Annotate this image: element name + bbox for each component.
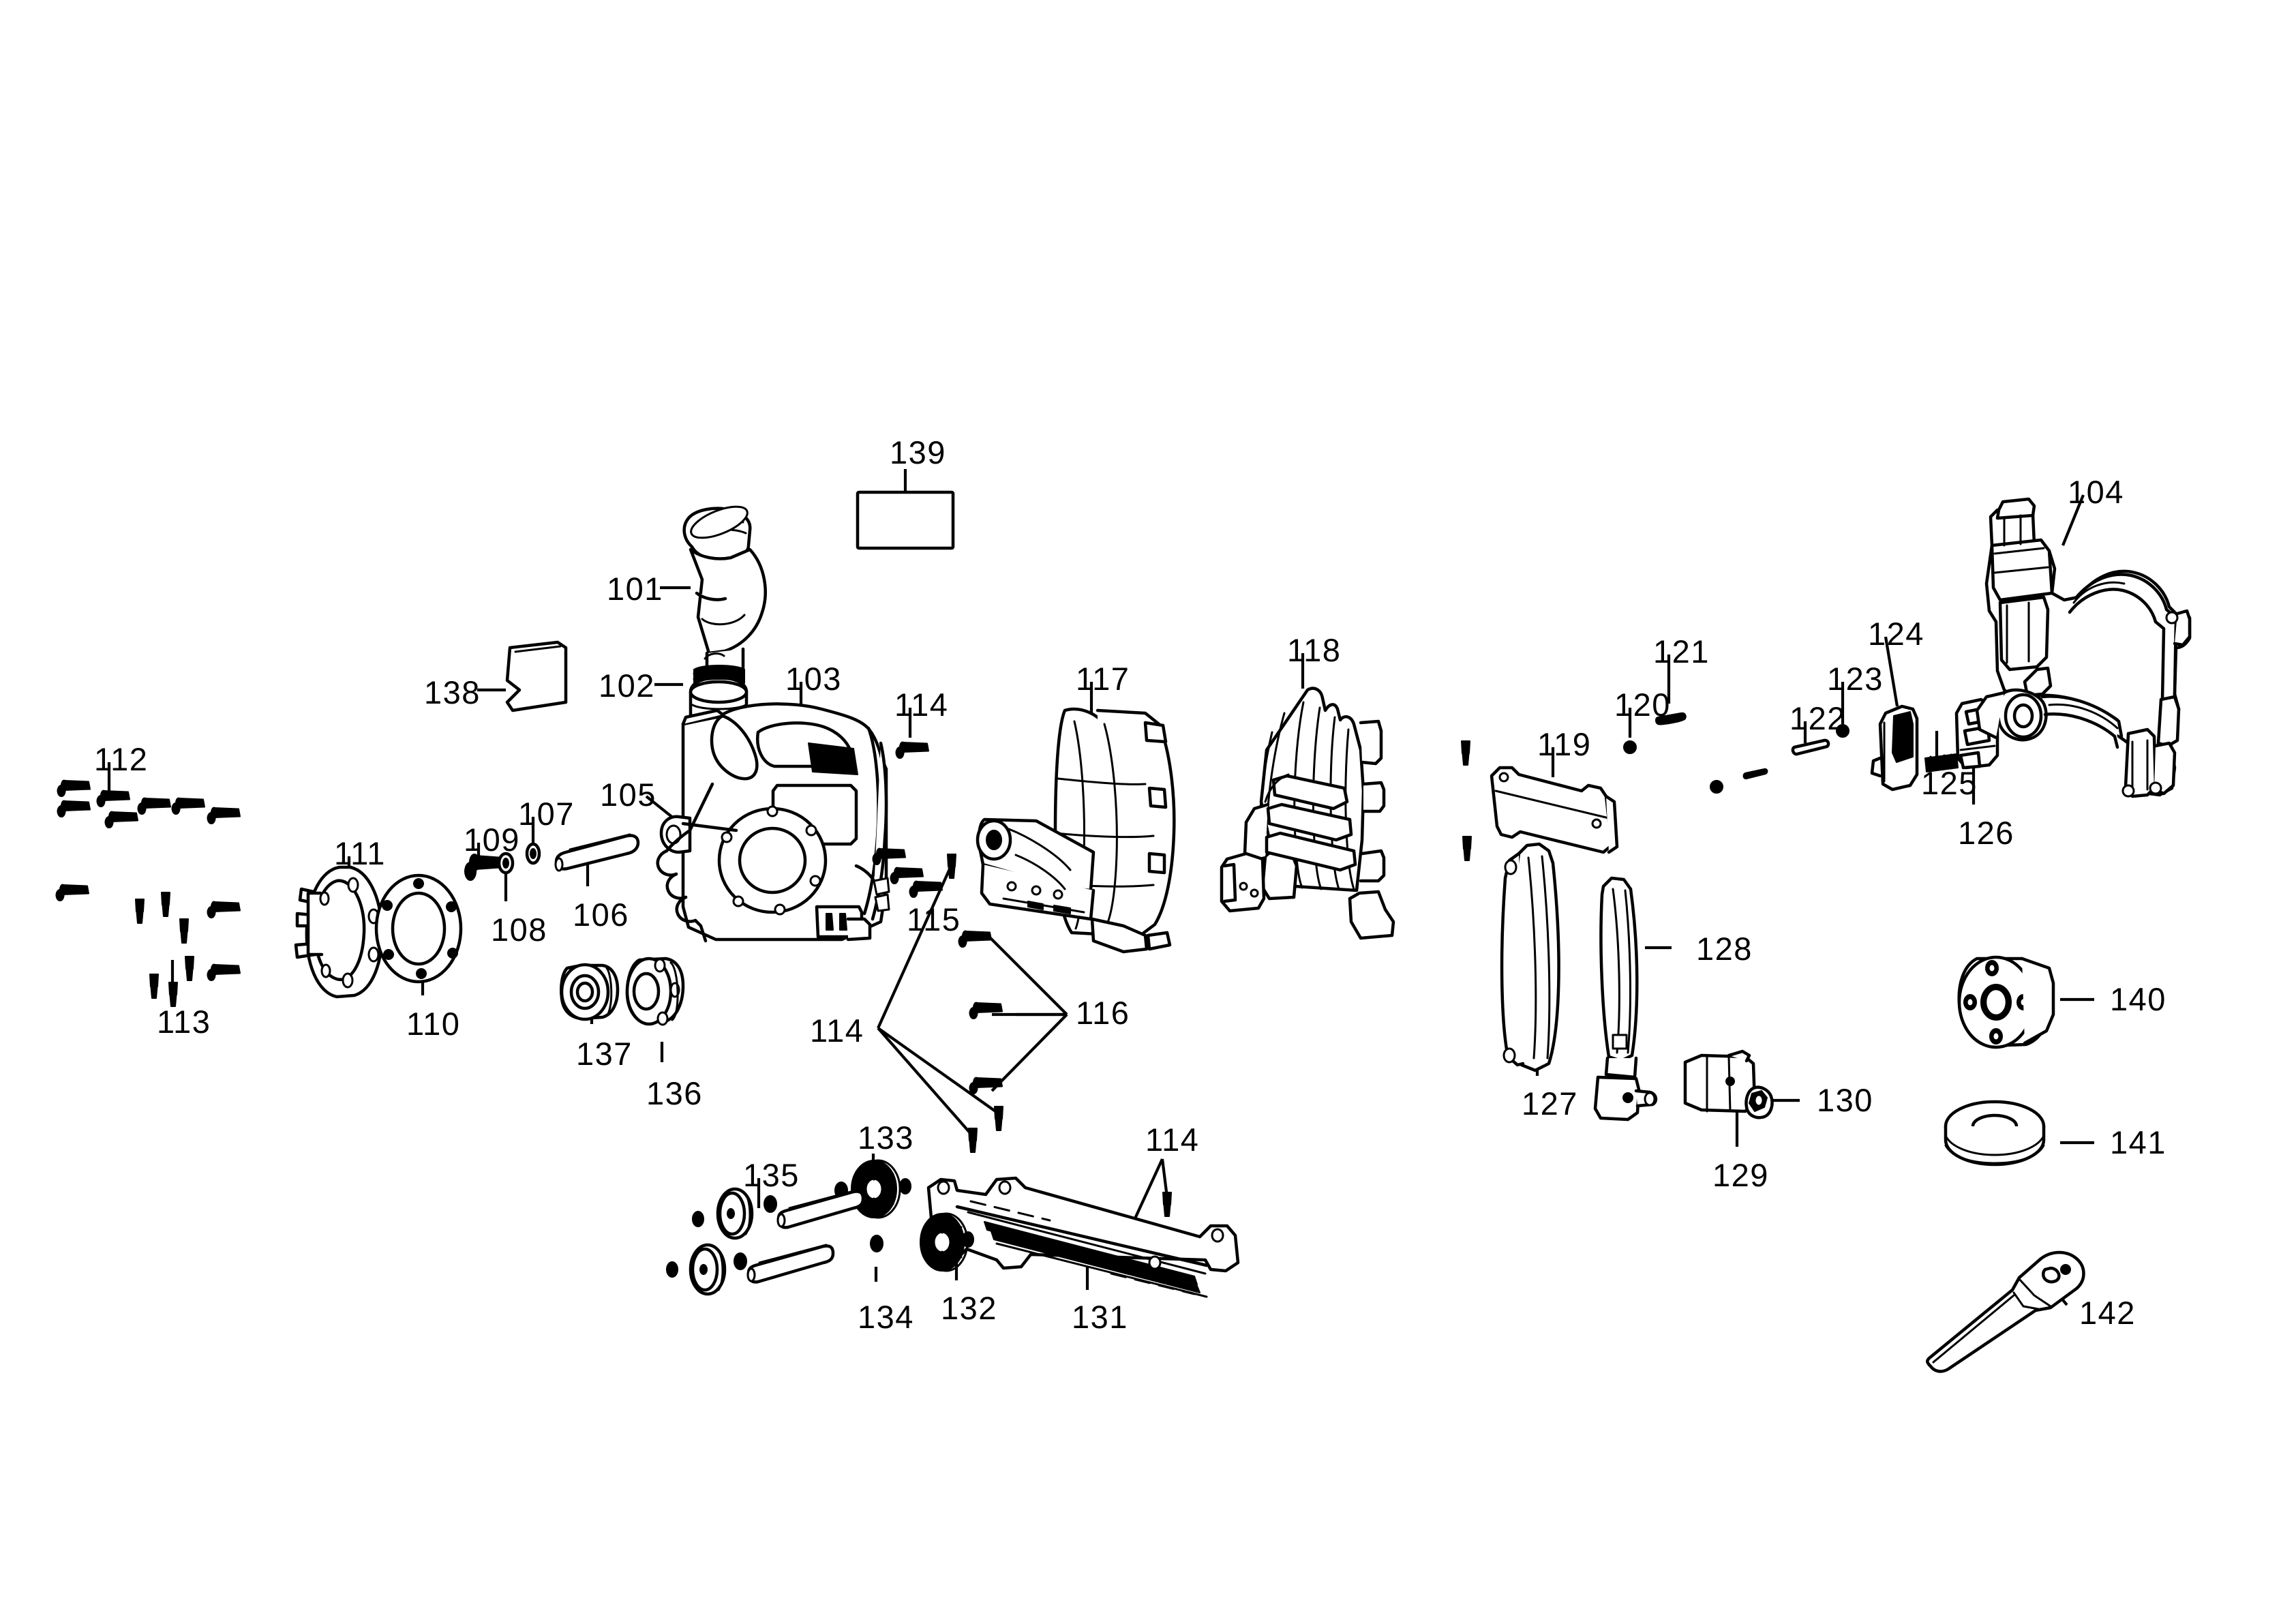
callout-121: 121 [1653,633,1710,670]
callout-134: 134 [858,1299,914,1335]
part-125-compression-spring [1924,753,1959,772]
callout-120: 120 [1614,687,1671,723]
part-107-flat-washer-small [525,842,541,865]
part-114-tapping-screws [895,740,1472,1246]
callout-115: 115 [907,901,961,937]
callout-133: 133 [858,1119,914,1156]
part-135-roller-axle-top [776,1189,865,1229]
callout-136: 136 [646,1075,703,1111]
part-104-handle-frame-yoke [1975,497,2192,798]
callout-110: 110 [406,1006,461,1042]
part-111-bearing-flange-housing [294,865,384,999]
callout-139: 139 [890,434,946,470]
callout-114-bottom: 114 [1145,1122,1200,1158]
callout-129: 129 [1712,1157,1769,1193]
callout-103: 103 [785,661,842,697]
callout-140: 140 [2110,981,2166,1017]
callout-104: 104 [2068,474,2124,510]
part-118-dust-shroud-curved [1220,687,1395,940]
part-140-inner-flange-washer [1957,955,2055,1049]
part-117-blade-guard-ribbed [976,707,1176,954]
part-136-hub-flange [625,957,685,1026]
part-109-shoulder-bolt [464,854,505,881]
part-138-foam-gasket-pad [505,640,568,712]
callout-118: 118 [1287,632,1342,668]
part-136b-wheel-hub-top [716,1187,754,1240]
callout-135: 135 [743,1157,800,1193]
part-131-base-rail-guide [926,1176,1240,1298]
callout-122: 122 [1789,700,1846,736]
part-122-roll-pin-b [1791,738,1830,756]
callout-128: 128 [1696,931,1753,967]
callout-112: 112 [94,741,149,777]
callout-124: 124 [1868,616,1924,652]
part-141-shim-washer-stack [1944,1100,2046,1167]
callout-114-fan: 114 [810,1012,864,1049]
callout-108: 108 [491,912,547,948]
callout-102: 102 [599,667,655,704]
part-113-machine-screw-set-b [55,884,241,1007]
callout-127: 127 [1522,1085,1578,1122]
part-127-guide-arm-left [1500,842,1560,1072]
part-142-blade-wrench [1926,1250,2085,1373]
callout-125: 125 [1921,765,1978,801]
callout-117: 117 [1076,661,1130,697]
part-106-pivot-rod [554,833,640,872]
callout-101: 101 [607,571,663,607]
callout-105: 105 [600,777,656,813]
callout-138: 138 [424,674,481,710]
part-121-roll-pin [1655,712,1687,725]
part-134b-spacer-washers-bottom [666,1231,974,1278]
callout-130: 130 [1817,1082,1873,1118]
callout-113: 113 [157,1004,211,1040]
part-112-machine-screw-set-a [57,779,241,828]
part-137-bushing-sleeve [560,963,620,1021]
callout-106: 106 [573,897,629,933]
part-103-motor-housing-cover [659,702,890,942]
part-121b-pin [1742,768,1768,780]
callout-111: 111 [334,835,386,871]
callout-137: 137 [576,1036,633,1072]
part-119-mounting-plate [1490,766,1619,854]
part-124-latch-lever [1870,704,1919,792]
callout-114: 114 [894,687,949,723]
part-133-roller-wheel-a [851,1159,901,1219]
part-136c-wheel-hub-bottom [689,1243,727,1296]
callout-141: 141 [2110,1124,2166,1160]
callout-126: 126 [1958,815,2014,851]
callout-116: 116 [1076,995,1130,1031]
part-105-torsion-spring [656,782,714,943]
callout-132: 132 [941,1290,997,1326]
part-130-push-nut-clip [1744,1085,1774,1119]
part-110-gasket-ring [374,873,463,984]
part-108-washer [497,852,515,875]
part-132-roller-wheel-b [920,1212,969,1272]
callout-131: 131 [1072,1299,1128,1335]
part-116-hex-bolt-set [958,930,1003,1094]
part-123-ball-bearing-detent [1836,724,1849,738]
callout-119: 119 [1537,726,1592,762]
callout-123: 123 [1827,661,1884,697]
part-139-warning-label [856,490,955,550]
part-120b-ball [1710,780,1723,794]
part-128-guide-arm-right [1593,876,1658,1122]
callout-142: 142 [2079,1295,2136,1331]
part-120-ball-detent [1623,740,1637,754]
part-135b-roller-axle-bottom [746,1244,835,1284]
part-129-end-cap-cover [1683,1049,1757,1113]
callout-107: 107 [518,796,575,832]
leader-lines [107,469,2094,1306]
callout-109: 109 [464,822,520,858]
